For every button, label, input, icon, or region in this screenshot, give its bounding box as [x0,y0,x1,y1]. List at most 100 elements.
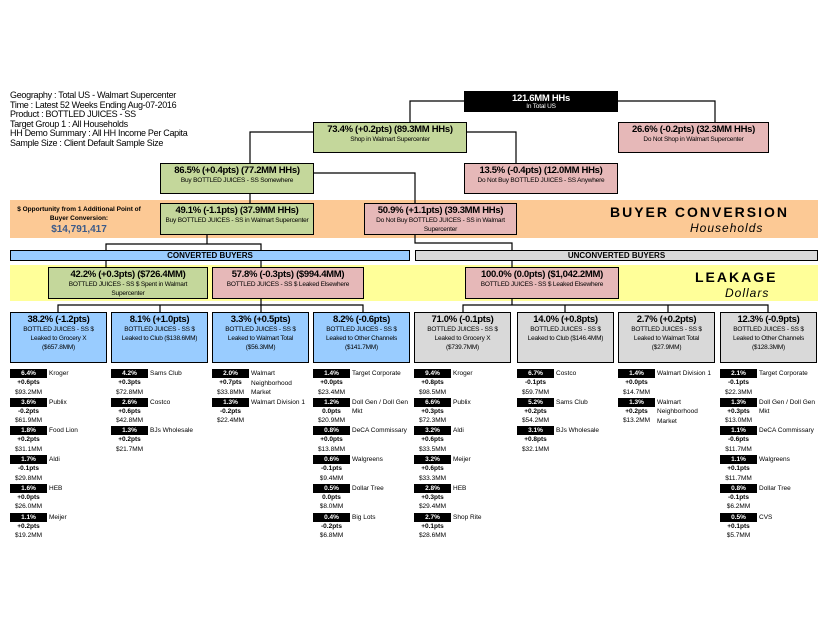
retailer-change: +0.0pts [320,379,343,386]
leakage-channel-box: 12.3% (-0.9pts)BOTTLED JUICES - SS $ Lea… [720,312,817,363]
retailer-entry: 0.6%Walgreens-0.1pts$9.4MM [313,455,413,483]
retailer-dollars: $13.2MM [622,417,651,425]
retailer-name: Big Lots [352,513,376,521]
retailer-share: 9.4% [414,369,451,378]
retailer-name: Target Corporate [759,370,808,377]
channel-share: 71.0% (-0.1pts) [431,314,494,325]
retailer-share: 1.1% [720,455,757,465]
total-us-node: 121.6MM HHs In Total US [464,91,618,112]
channel-share: 8.1% (+1.0pts) [129,314,190,325]
retailer-share: 1.2% [313,397,350,407]
retailer-change: +0.8pts [524,436,547,444]
retailer-dollars: $5.7MM [726,532,751,539]
retailer-entry: 6.6%Publix+0.3pts$72.3MM [414,397,514,426]
retailer-entry: 1.1%Meijer+0.2pts$19.2MM [10,512,110,541]
retailer-dollars: $22.4MM [216,417,245,425]
retailer-entry: 0.4%Big Lots-0.2pts$6.8MM [313,512,413,541]
retailer-share: 1.3% [720,397,757,407]
retailer-change: +0.0pts [17,493,40,501]
retailer-dollars: $13.0MM [724,417,753,425]
retailer-share: 4.2% [111,369,148,378]
retailer-entry: 1.6%HEB+0.0pts$26.0MM [10,483,110,512]
retailer-entry: 1.1%Walgreens+0.1pts$11.7MM [720,455,820,483]
retailer-dollars: $22.3MM [724,388,753,396]
retailer-entry: 0.8%DeCA Commissary+0.0pts$13.8MM [313,426,413,454]
report-metadata: Geography : Total US - Walmart Supercent… [10,90,188,149]
retailer-share: 3.2% [414,426,451,436]
channel-share: 38.2% (-1.2pts) [27,314,90,325]
retailer-entry: 2.7%Shop Rite+0.1pts$28.6MM [414,512,514,541]
retailer-name: Walmart Division 1 [251,398,305,406]
retailer-dollars: $61.9MM [14,417,43,425]
retailer-name: Publix [453,398,471,406]
retailer-dollars: $33.5MM [418,445,447,453]
retailer-share: 0.5% [313,483,350,493]
retailer-name: BJs Wholesale [556,427,599,435]
retailer-share: 6.4% [10,369,47,378]
retailer-change: +0.2pts [17,436,40,444]
retailer-entry: 6.7%Costco-0.1pts$59.7MM [517,369,617,397]
retailer-share: 3.6% [10,397,47,407]
retailer-name: Walgreens [759,456,790,464]
retailer-change: +0.0pts [625,379,648,386]
retailer-entry: 2.6%Costco+0.6pts$42.8MM [111,397,211,426]
converted-buyers-bar: CONVERTED BUYERS [10,250,410,261]
retailer-change: -0.2pts [18,407,39,415]
retailer-share: 0.4% [313,512,350,522]
node-subtitle: Shop in Walmart Supercenter [350,136,430,143]
retailer-change: +0.6pts [17,379,40,386]
retailer-dollars: $20.9MM [317,417,346,425]
leakage-channel-box: 8.1% (+1.0pts)BOTTLED JUICES - SS $ Leak… [111,312,208,363]
buyer-conversion-subtitle: Households [690,221,764,235]
retailer-share: 3.1% [517,426,554,436]
retailer-change: +0.6pts [118,407,141,415]
retailer-name: Walgreens [352,456,383,464]
retailer-share: 6.6% [414,397,451,407]
retailer-change: 0.0pts [322,407,341,415]
retailer-entry: 1.3%Walmart Neighborhood Market+0.2pts$1… [618,397,718,426]
retailer-name: Sams Club [150,370,182,377]
retailer-share: 1.1% [10,512,47,522]
retailer-name: Dollar Tree [759,484,791,492]
retailer-entry: 1.7%Aldi-0.1pts$29.8MM [10,455,110,483]
leaked-elsewhere-node: 57.8% (-0.3pts) ($994.4MM) BOTTLED JUICE… [212,267,364,299]
retailer-change: +0.2pts [625,407,648,415]
leakage-channel-box: 38.2% (-1.2pts)BOTTLED JUICES - SS $ Lea… [10,312,107,363]
retailer-name: DeCA Commissary [759,427,814,435]
retailer-share: 1.3% [212,397,249,407]
retailer-name: BJs Wholesale [150,427,193,435]
retailer-dollars: $29.8MM [14,474,43,482]
meta-sample-size: Sample Size : Client Default Sample Size [10,137,164,148]
retailer-name: Aldi [49,456,60,464]
retailer-dollars: $42.8MM [115,417,144,425]
retailer-dollars: $21.7MM [115,445,144,453]
retailer-share: 1.6% [10,483,47,493]
channel-share: 3.3% (+0.5pts) [230,314,291,325]
channel-description: BOTTLED JUICES - SS $ Leaked to Grocery … [23,326,94,351]
retailer-share: 0.5% [720,512,757,522]
retailer-entry: 0.5%CVS+0.1pts$5.7MM [720,512,820,541]
retailer-dollars: $93.2MM [14,388,43,396]
retailer-dollars: $33.8MM [216,388,245,396]
node-title: 49.1% (-1.1pts) (37.9MM HHs) [175,205,299,216]
retailer-change: +0.3pts [727,407,750,415]
retailer-change: -0.2pts [220,407,241,415]
node-title: 121.6MM HHs [512,93,570,104]
retailer-name: Costco [150,398,171,406]
retailer-name: Kroger [49,370,69,377]
retailer-share: 1.8% [10,426,47,436]
retailer-share: 0.8% [313,426,350,436]
retailer-dollars: $6.8MM [319,532,344,539]
retailer-dollars: $28.6MM [418,532,447,539]
retailer-dollars: $23.4MM [317,388,346,396]
node-title: 100.0% (0.0pts) ($1,042.2MM) [480,269,604,280]
retailer-share: 2.8% [414,483,451,493]
node-title: 13.5% (-0.4pts) (12.0MM HHs) [479,165,603,176]
node-title: 57.8% (-0.3pts) ($994.4MM) [231,269,345,280]
retailer-name: HEB [453,484,467,492]
retailer-dollars: $26.0MM [14,503,43,511]
retailer-change: +0.3pts [421,493,444,501]
retailer-change: +0.1pts [421,522,444,530]
retailer-share: 2.1% [720,369,757,378]
